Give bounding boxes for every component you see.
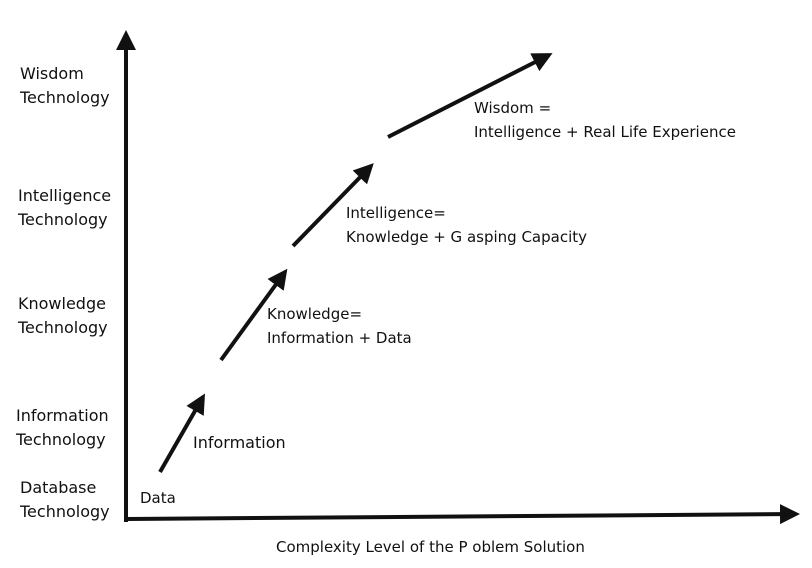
step-wisdom-formula: Intelligence + Real Life Experience [474, 123, 736, 141]
level-information-line1: Information [16, 406, 109, 425]
level-knowledge-line1: Knowledge [18, 294, 106, 313]
step-wisdom-title: Wisdom = [474, 99, 552, 117]
level-knowledge-label: Knowledge Technology [18, 292, 108, 340]
level-information-label: Information Technology [16, 404, 109, 452]
level-wisdom-line2: Technology [20, 88, 110, 107]
level-knowledge-line2: Technology [18, 318, 108, 337]
arrow-information-to-knowledge [219, 268, 288, 362]
level-database-line1: Database [20, 478, 97, 497]
arrow-data-to-information [158, 393, 205, 473]
step-intelligence-formula: Knowledge + G asping Capacity [346, 228, 587, 246]
step-knowledge-formula: Information + Data [267, 329, 412, 347]
level-intelligence-line1: Intelligence [18, 186, 112, 205]
step-knowledge-title: Knowledge= [267, 305, 363, 323]
step-wisdom-label: Wisdom = Intelligence + Real Life Experi… [474, 96, 736, 144]
level-database-label: Database Technology [20, 476, 110, 524]
level-wisdom-line1: Wisdom [20, 64, 84, 83]
level-intelligence-label: Intelligence Technology [18, 184, 111, 232]
arrow-knowledge-to-intelligence [291, 163, 374, 248]
step-intelligence-label: Intelligence= Knowledge + G asping Capac… [346, 201, 587, 249]
x-axis-label: Complexity Level of the P oblem Solution [276, 538, 585, 556]
step-information-label: Information [193, 433, 286, 452]
arrow-intelligence-to-wisdom [387, 53, 553, 139]
x-axis [123, 504, 800, 525]
level-intelligence-line2: Technology [18, 210, 108, 229]
step-knowledge-label: Knowledge= Information + Data [267, 302, 412, 350]
level-wisdom-label: Wisdom Technology [20, 62, 110, 110]
level-database-line2: Technology [20, 502, 110, 521]
step-intelligence-title: Intelligence= [346, 204, 446, 222]
level-information-line2: Technology [16, 430, 106, 449]
step-data-label: Data [140, 489, 176, 507]
